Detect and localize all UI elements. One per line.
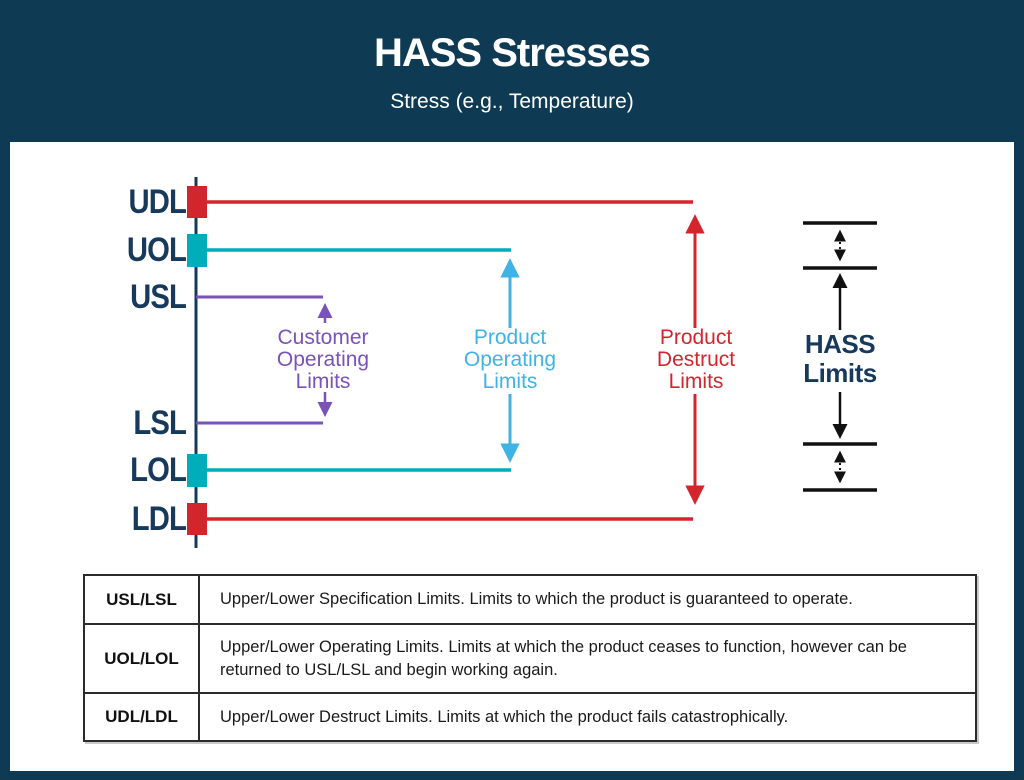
term-cell: USL/LSL (85, 576, 200, 623)
product-operating-limits-label: Product Operating Limits (463, 326, 557, 393)
customer-operating-limits-label: Customer Operating Limits (276, 326, 370, 393)
level-label-uol: UOL (126, 231, 187, 269)
term-cell: UDL/LDL (85, 694, 200, 740)
definition-cell: Upper/Lower Destruct Limits. Limits at w… (220, 707, 789, 726)
level-label-lsl: LSL (133, 404, 187, 442)
product-destruct-limits-label: Product Destruct Limits (656, 326, 736, 393)
hass-limits-label: HASS Limits (803, 329, 877, 388)
definition-cell: Upper/Lower Specification Limits. Limits… (220, 590, 853, 608)
ldl-marker (187, 503, 207, 535)
limits-definition-table: USL/LSL Upper/Lower Specification Limits… (83, 574, 977, 742)
level-label-lol: LOL (130, 451, 187, 489)
level-label-udl: UDL (128, 183, 186, 221)
page-subtitle: Stress (e.g., Temperature) (390, 90, 634, 113)
lol-marker (187, 454, 207, 487)
hass-limits-diagram: UDL UOL USL LSL LOL LDL Customer Operati… (10, 142, 1014, 572)
table-row: USL/LSL Upper/Lower Specification Limits… (85, 576, 975, 623)
content-panel: UDL UOL USL LSL LOL LDL Customer Operati… (10, 142, 1014, 771)
uol-marker (187, 234, 207, 267)
term-cell: UOL/LOL (85, 625, 200, 692)
definition-cell: Upper/Lower Operating Limits. Limits at … (220, 637, 907, 679)
page-title: HASS Stresses (373, 31, 651, 75)
header: HASS Stresses Stress (e.g., Temperature) (0, 0, 1024, 142)
level-label-usl: USL (130, 278, 187, 316)
level-label-ldl: LDL (131, 500, 187, 538)
diagram-graphics (187, 177, 877, 548)
table-row: UDL/LDL Upper/Lower Destruct Limits. Lim… (85, 692, 975, 740)
table-row: UOL/LOL Upper/Lower Operating Limits. Li… (85, 623, 975, 692)
udl-marker (187, 186, 207, 218)
